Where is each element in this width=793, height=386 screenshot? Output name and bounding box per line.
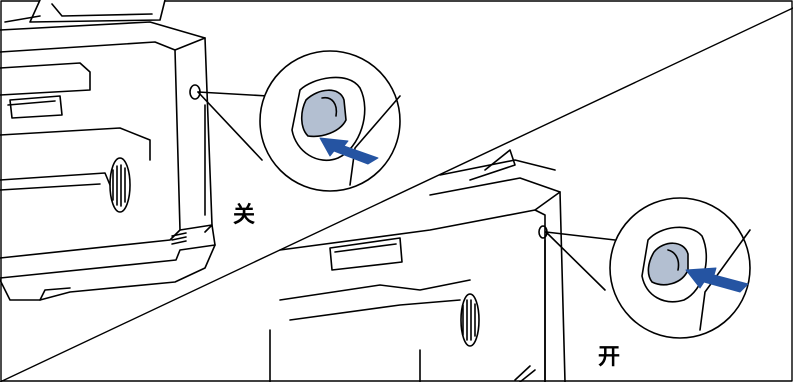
switch-off-callout <box>198 51 400 191</box>
switch-on-label: 开 <box>598 347 620 369</box>
printer-off-illustration <box>0 0 215 300</box>
switch-on-callout <box>546 198 750 338</box>
switch-off-label: 关 <box>233 205 255 227</box>
